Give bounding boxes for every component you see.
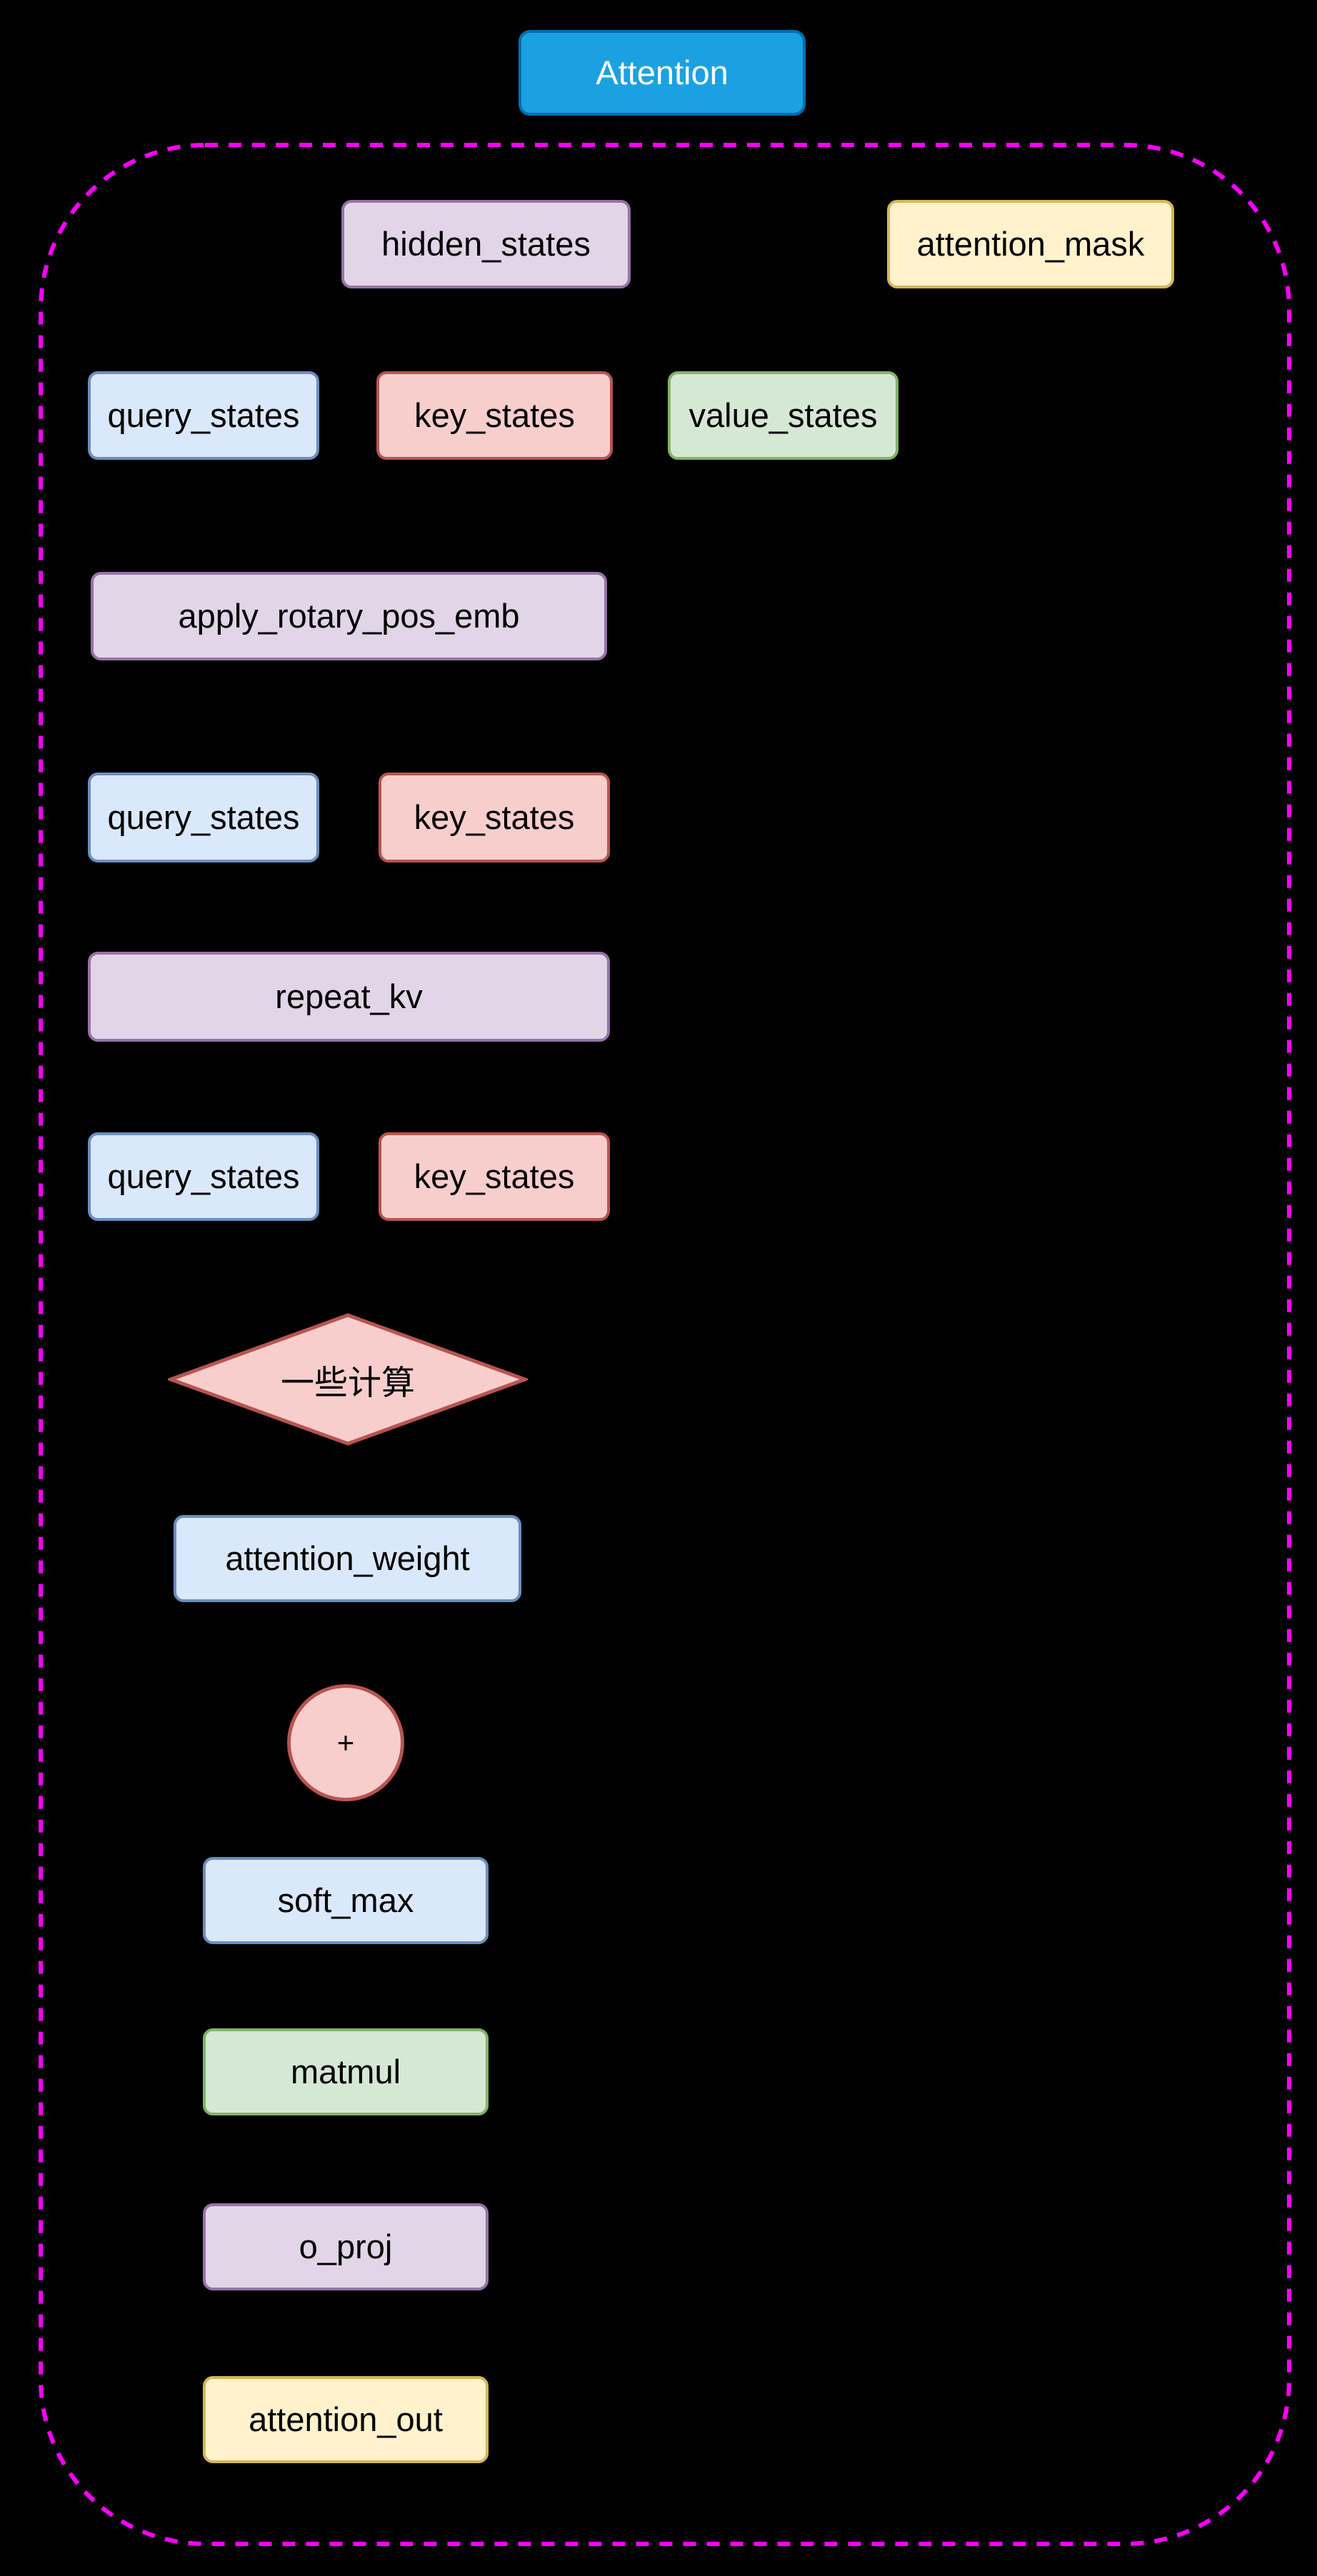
node-attention-out: attention_out: [203, 2376, 489, 2463]
node-label: key_states: [414, 396, 575, 435]
node-label: o_proj: [299, 2228, 393, 2266]
node-attention-weight: attention_weight: [174, 1515, 521, 1602]
node-matmul: matmul: [203, 2028, 489, 2115]
decision-diamond: [168, 1313, 528, 1446]
node-plus-circle: +: [287, 1684, 404, 1801]
dashed-group-rect: [39, 143, 1291, 2546]
node-label: query_states: [107, 1157, 300, 1196]
attention-title-box: Attention: [519, 30, 806, 116]
node-label: key_states: [414, 798, 575, 837]
node-apply-rotary-pos-emb: apply_rotary_pos_emb: [91, 572, 607, 660]
node-key-states-3: key_states: [379, 1132, 610, 1221]
node-label: soft_max: [277, 1881, 414, 1920]
node-label: matmul: [290, 2053, 401, 2091]
node-label: query_states: [107, 798, 300, 837]
node-label: apply_rotary_pos_emb: [178, 597, 520, 635]
node-soft-max: soft_max: [203, 1857, 489, 1944]
node-label: attention_out: [249, 2400, 443, 2439]
plus-label: +: [336, 1725, 355, 1759]
node-key-states-1: key_states: [376, 371, 613, 460]
node-label: hidden_states: [381, 225, 591, 263]
node-label: key_states: [414, 1157, 575, 1196]
node-o-proj: o_proj: [203, 2203, 489, 2290]
node-query-states-3: query_states: [88, 1132, 319, 1221]
node-repeat-kv: repeat_kv: [88, 952, 610, 1042]
node-query-states-2: query_states: [88, 773, 319, 862]
decision-diamond-shape: [168, 1313, 528, 1446]
node-label: query_states: [107, 396, 300, 435]
node-query-states-1: query_states: [88, 371, 319, 460]
decision-diamond-label: 一些计算: [281, 1363, 415, 1402]
node-label: repeat_kv: [275, 977, 423, 1016]
node-attention-mask: attention_mask: [887, 200, 1174, 288]
node-label: value_states: [688, 396, 878, 435]
node-value-states: value_states: [668, 371, 898, 460]
node-key-states-2: key_states: [379, 773, 610, 862]
node-label: attention_weight: [225, 1539, 470, 1578]
node-label: attention_mask: [916, 225, 1145, 263]
attention-title-label: Attention: [596, 54, 728, 92]
node-hidden-states: hidden_states: [341, 200, 631, 288]
